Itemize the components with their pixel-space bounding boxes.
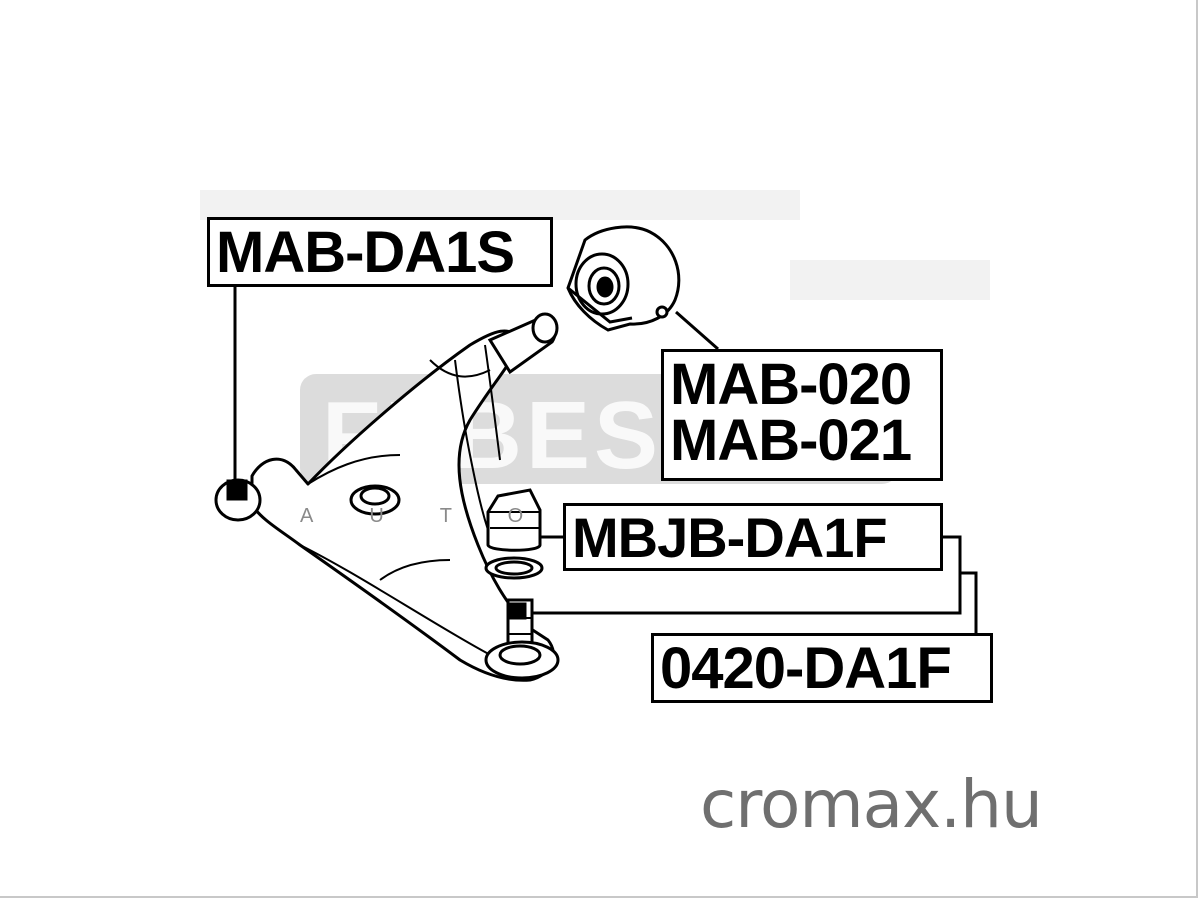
label-mab-020-021: MAB-020 MAB-021	[661, 349, 943, 481]
label-mbjb-da1f: MBJB-DA1F	[563, 503, 943, 571]
rear-bushing-part	[566, 225, 681, 332]
site-watermark: cromax.hu	[700, 766, 1043, 843]
label-text-1: MAB-020	[670, 352, 912, 417]
label-anchor-marker	[509, 602, 527, 620]
leader-lines	[233, 287, 978, 633]
label-text: MAB-DA1S	[216, 220, 515, 285]
label-anchor-marker	[226, 479, 248, 501]
arm-hole	[349, 484, 401, 516]
background-smudges	[200, 190, 990, 300]
leader-mab-020	[675, 310, 719, 351]
leader-0420-b	[960, 571, 978, 633]
label-text-2: MAB-021	[670, 408, 912, 473]
label-0420-da1f: 0420-DA1F	[651, 633, 993, 703]
label-text: MBJB-DA1F	[572, 506, 888, 569]
rear-mount-stud	[487, 312, 559, 375]
label-mab-da1s: MAB-DA1S	[207, 217, 553, 287]
front-bushing-eye	[214, 478, 262, 522]
ball-joint-part	[484, 598, 560, 680]
ball-joint-boot-part	[484, 488, 544, 580]
lower-control-arm	[250, 329, 555, 682]
leader-0420-a	[532, 535, 962, 615]
label-text: 0420-DA1F	[660, 636, 952, 701]
